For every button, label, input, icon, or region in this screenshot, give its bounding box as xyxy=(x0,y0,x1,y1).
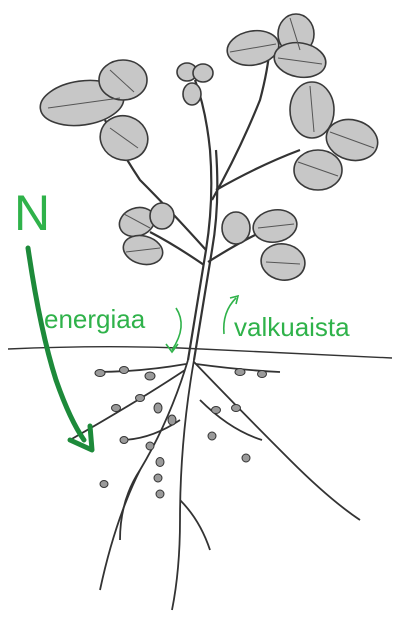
protein-label: valkuaista xyxy=(234,312,350,342)
nitrogen-label: N xyxy=(14,188,50,238)
leaf-veins xyxy=(48,18,374,264)
energy-arrow xyxy=(166,308,181,352)
roots xyxy=(70,360,360,610)
energy-label: energiaa xyxy=(44,304,145,334)
soil-line xyxy=(8,347,392,358)
nitrogen-arrow xyxy=(28,248,92,450)
